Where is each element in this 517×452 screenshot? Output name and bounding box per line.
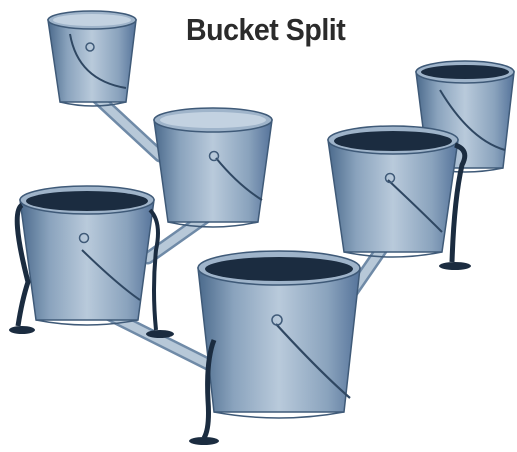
bucket-top-left [48, 11, 136, 106]
liquid-puddle [9, 326, 35, 334]
bucket-upper-center [154, 108, 272, 227]
liquid-puddle [439, 262, 471, 270]
diagram-title: Bucket Split [186, 12, 345, 48]
bucket-front [189, 251, 360, 445]
bucket-right-center [328, 126, 471, 270]
liquid-puddle [189, 437, 219, 445]
